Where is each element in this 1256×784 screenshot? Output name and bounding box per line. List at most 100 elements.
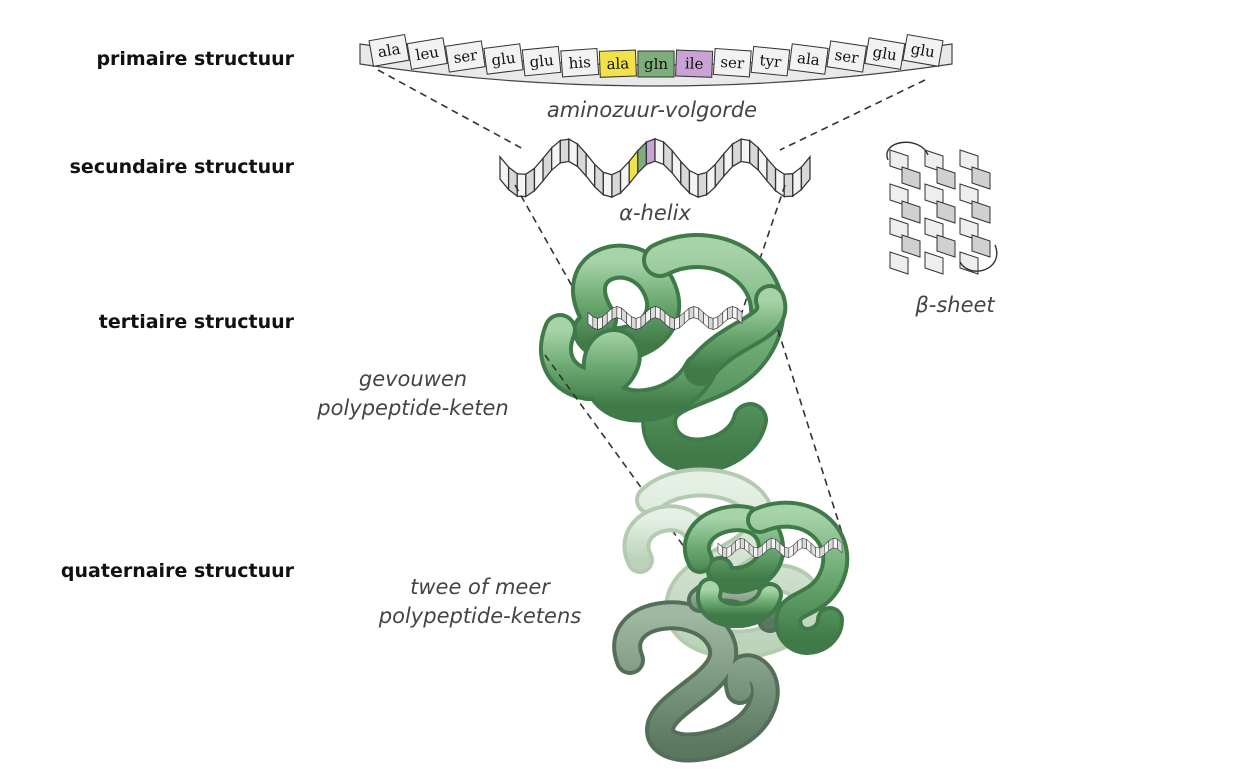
amino-acid-box <box>864 37 906 70</box>
amino-acid-box <box>521 45 562 77</box>
helix-segment <box>594 162 604 197</box>
helix-segment <box>797 537 803 552</box>
zoom-line <box>377 69 526 151</box>
helix-segment <box>669 316 675 331</box>
helix-segment <box>680 159 691 195</box>
caption-multi-line2: polypeptide-ketens <box>378 604 582 628</box>
helix-segment <box>616 305 623 320</box>
label-quaternary-structure: quaternaire structuur <box>60 560 294 582</box>
helix-segment <box>749 139 759 172</box>
helix-segment <box>753 546 759 559</box>
amino-acid-box <box>406 37 448 70</box>
helix-segment <box>703 311 709 329</box>
helix-segment <box>597 316 603 331</box>
caption-alpha-helix: α-helix <box>619 201 691 225</box>
helix-segment <box>788 544 794 559</box>
helix-segment <box>697 171 708 198</box>
amino-acid-cell: glu <box>521 45 562 77</box>
helix-segment <box>806 538 812 554</box>
helix-segment <box>559 138 570 164</box>
helix-segment <box>611 305 618 320</box>
amino-acid-box <box>826 40 868 73</box>
amino-acid-box <box>368 33 410 67</box>
zoom-line <box>779 79 926 151</box>
helix-segment <box>525 167 536 198</box>
amino-acid-cell: ser <box>444 40 486 73</box>
helix-segment <box>731 137 742 168</box>
helix-segment <box>635 316 642 331</box>
helix-segment <box>499 155 510 192</box>
helix-segment <box>722 546 728 559</box>
embedded-helix <box>587 305 743 331</box>
helix-segment <box>837 538 843 554</box>
helix-segment <box>714 151 725 189</box>
helix-segment <box>774 167 785 198</box>
sheet-segment <box>936 200 956 224</box>
helix-segment <box>783 173 794 198</box>
helix-segment <box>628 148 639 186</box>
amino-acid-box <box>483 43 524 75</box>
helix-segment <box>655 305 661 320</box>
caption-beta-sheet: β-sheet <box>915 293 995 317</box>
sheet-segment <box>901 200 921 224</box>
amino-acid-code: glu <box>490 49 516 70</box>
helix-segment <box>662 140 673 175</box>
amino-acid-box <box>712 47 752 78</box>
amino-acid-code: tyr <box>759 51 783 71</box>
helix-segment <box>712 316 719 331</box>
helix-segment <box>722 307 728 325</box>
helix-segment <box>727 305 733 320</box>
amino-acid-code: glu <box>910 40 937 62</box>
helix-segment <box>736 307 743 325</box>
sheet-segment <box>936 166 956 190</box>
helix-segment <box>637 140 648 175</box>
amino-acid-box <box>750 45 791 77</box>
amino-acid-box <box>788 43 829 75</box>
sheet-segment <box>971 200 991 224</box>
helix-segment <box>507 165 518 198</box>
label-secondary-structure: secundaire structuur <box>69 156 294 178</box>
amino-acid-cell: his <box>560 47 600 78</box>
helix-segment <box>683 307 690 325</box>
helix-segment <box>740 138 751 164</box>
beta-sheet-drawing <box>886 141 998 275</box>
helix-segment <box>757 146 768 183</box>
amino-acid-code: ile <box>685 54 704 73</box>
sheet-segment <box>924 251 944 275</box>
quaternary-complex <box>612 467 850 763</box>
sheet-turn <box>886 141 998 272</box>
helix-segment <box>698 307 704 325</box>
helix-segment <box>621 307 627 325</box>
zoom-line <box>777 329 849 553</box>
amino-acid-cell: glu <box>902 33 944 67</box>
label-primary-structure: primaire structuur <box>96 48 294 70</box>
helix-segment <box>723 142 734 178</box>
helix-segment <box>611 169 622 199</box>
helix-segment <box>688 305 695 320</box>
helix-segment <box>674 316 680 331</box>
helix-segment <box>706 162 716 197</box>
amino-acid-code: ala <box>606 54 629 73</box>
helix-segment <box>801 537 807 550</box>
helix-segment <box>815 546 821 559</box>
sheet-segment <box>901 166 921 190</box>
amino-acid-cell: ile <box>675 49 714 78</box>
sheet-segment <box>936 234 956 258</box>
helix-segment <box>619 159 630 195</box>
helix-segment <box>671 148 682 186</box>
helix-segment <box>717 311 724 329</box>
label-tertiary-structure: tertiaire structuur <box>98 311 294 333</box>
helix-segment <box>654 137 665 166</box>
helix-segment <box>645 137 656 166</box>
caption-folded-line2: polypeptide-keten <box>317 396 509 420</box>
helix-segment <box>810 542 816 558</box>
amino-acid-cell: tyr <box>750 45 791 77</box>
alpha-helix-ribbon <box>499 137 811 199</box>
helix-segment <box>592 316 598 331</box>
amino-acid-code: his <box>568 53 591 72</box>
amino-acid-code: glu <box>871 43 898 65</box>
zoom-line <box>514 184 591 319</box>
amino-acid-cell: leu <box>406 37 448 70</box>
